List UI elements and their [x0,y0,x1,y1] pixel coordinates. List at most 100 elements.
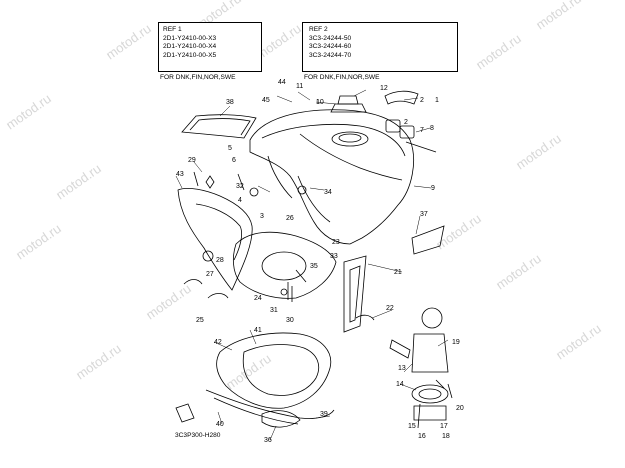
bracket-stay-inner [349,265,361,323]
cover-strip-2 [213,397,299,425]
watermark-text: motod.ru [493,251,544,293]
filler-ring [338,133,362,143]
collar-28 [202,250,214,262]
grommet-26 [205,175,215,189]
callout-number: 22 [386,305,394,312]
bolt-long [405,141,437,153]
ref2-bracket-lower [384,90,419,105]
callout-number: 36 [264,437,272,444]
watermark-text: motod.ru [3,91,54,133]
callout-number: 31 [270,307,278,314]
ref2-part-number: 3C3-24244-60 [309,43,352,51]
side-cover-panel [195,203,242,261]
callout-number: 18 [442,433,450,440]
clip-25 [183,279,229,299]
bolt-35 [295,269,307,283]
damper-upper [385,119,401,133]
callout-number: 24 [254,295,262,302]
callout-number: 26 [286,215,294,222]
callout-number: 20 [456,405,464,412]
ref1-box: REF 1 2D1-Y2410-00-X3 2D1-Y2410-00-X4 2D… [158,22,262,72]
callout-number: 37 [420,211,428,218]
watermark-text: motod.ru [513,131,564,173]
bracket-stay [343,255,367,333]
callout-number: 25 [196,317,204,324]
diagram-code: 3C3P300-H280 [175,432,221,439]
callout-number: 30 [286,317,294,324]
callout-number: 19 [452,339,460,346]
pump-plate [413,405,447,421]
bracket-label: 2 [420,97,424,104]
callout-number: 16 [418,433,426,440]
callout-number: 27 [206,271,214,278]
callout-number: 14 [396,381,404,388]
callout-number: 8 [430,125,434,132]
watermark-text: motod.ru [73,341,124,383]
callout-number: 1 [316,99,320,106]
collar-34 [297,185,307,195]
watermark-text: motod.ru [53,161,104,203]
cap-hinge [337,95,359,105]
callout-number: 44 [278,79,286,86]
callout-number: 7 [420,127,424,134]
screw-29 [193,171,199,187]
callout-number: 42 [214,339,222,346]
callout-number: 29 [188,157,196,164]
callout-number: 41 [254,327,262,334]
diagram-drawing [175,42,453,441]
callout-number: 11 [296,83,303,90]
screw-bottom [287,282,293,302]
watermark-text: motod.ru [433,211,484,253]
callout-number: 2 [404,119,408,126]
collar-31 [280,288,288,296]
ref2-part-number: 3C3-24244-70 [309,51,352,59]
ref1-title: REF 1 [163,26,182,33]
callout-number: 34 [324,189,332,196]
bracket-label: 1 [435,97,439,104]
pump-flange-inner [418,388,442,400]
callout-number: 17 [440,423,448,430]
lower-cover-inner [242,344,320,396]
watermark-text: motod.ru [103,21,154,63]
callout-number: 28 [216,257,224,264]
tank-seam [299,133,403,181]
emblem [261,410,301,428]
callout-number: 3 [260,213,264,220]
ref2-part-number: 3C3-24244-50 [309,34,352,42]
ref1-part-number: 2D1-Y2410-00-X5 [163,51,217,59]
callout-number: 12 [380,85,388,92]
callout-number: 13 [398,365,406,372]
fuel-cap [330,103,367,113]
callout-number: 10 [316,99,324,106]
callout-number: 4 [238,197,242,204]
ref2-title: REF 2 [309,26,328,33]
pump-gasket [421,307,443,329]
cover-strip [205,389,335,419]
watermark-text: motod.ru [473,31,524,73]
pump-pipe [389,339,411,359]
callout-number: 40 [216,421,224,428]
ref1-part-number: 2D1-Y2410-00-X4 [163,43,217,51]
tank-pad-inner [189,118,251,136]
watermark-text: motod.ru [143,281,194,323]
ref1-part-number: 2D1-Y2410-00-X3 [163,34,217,42]
filler-opening [331,131,369,147]
center-panel-recess [261,251,307,281]
side-cover-left [177,188,253,291]
callout-number: 43 [176,171,184,178]
callout-number: 6 [232,157,236,164]
center-panel [232,231,337,299]
fuel-tank [249,109,414,245]
ref2-footer: FOR DNK,FIN,NOR,SWE [304,74,380,81]
damper-lower [399,125,415,139]
callout-number: 23 [332,239,340,246]
callout-number: 39 [320,411,328,418]
ref1-footer: FOR DNK,FIN,NOR,SWE [160,74,236,81]
tank-pad [181,114,257,139]
pump-flange [411,384,449,404]
collar-3 [249,187,259,197]
watermark-text: motod.ru [13,221,64,263]
tank-ridge [261,123,406,157]
ref2-box: REF 2 3C3-24244-50 3C3-24244-60 3C3-2424… [302,22,458,72]
